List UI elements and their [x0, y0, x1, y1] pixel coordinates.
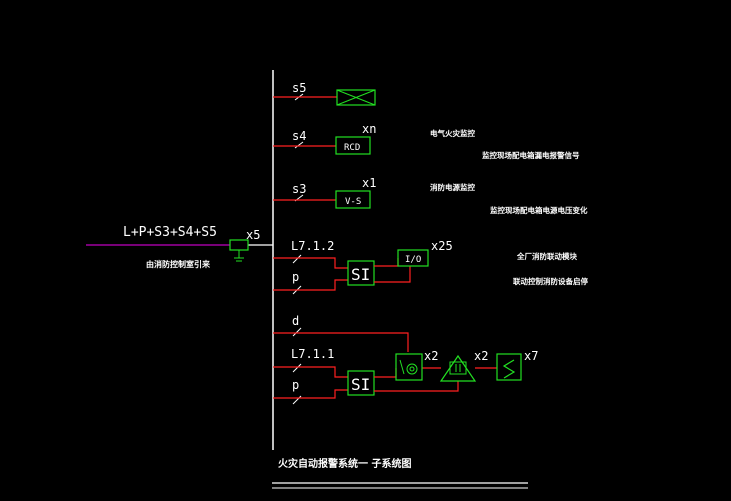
vs-label: V-S: [345, 197, 361, 207]
isolator-count: x5: [246, 228, 260, 242]
feeder-note: 由消防控制室引来: [146, 259, 211, 269]
module-s-count: x7: [524, 349, 538, 363]
branch-l712-sub: p: [292, 270, 299, 284]
note-2: 监控现场配电箱漏电报警信号: [482, 150, 580, 160]
note-5: 全厂消防联动模块: [516, 251, 577, 261]
note-3: 消防电源监控: [430, 182, 475, 192]
branch-s4-label: s4: [292, 129, 306, 143]
branch-l711-sub-slash: [292, 395, 302, 405]
branch-l712-slash: [292, 254, 302, 264]
detector-count: x2: [424, 349, 438, 363]
alarm-sounder-icon: [439, 354, 477, 382]
branch-s3-label: s3: [292, 182, 306, 196]
isolator-icon: [229, 239, 249, 262]
branch-d-slash: [292, 327, 302, 337]
branch-d-label: d: [292, 314, 299, 328]
crossed-box-icon: [336, 89, 376, 106]
branch-l712-io-wire: [374, 258, 399, 267]
diagram-title: 火灾自动报警系统一 子系统图: [278, 457, 411, 470]
io-module-label: I/O: [405, 255, 421, 265]
branch-l712-wire-a: [273, 257, 348, 269]
vs-count: x1: [362, 176, 376, 190]
branch-l711-slash: [292, 363, 302, 373]
branch-l711-sub: p: [292, 378, 299, 392]
module-s-icon: [496, 353, 522, 381]
branch-l712-io-wire-2: [374, 266, 411, 283]
branch-l711-label: L7.1.1: [291, 347, 334, 361]
io-module-count: x25: [431, 239, 453, 253]
branch-s5-label: s5: [292, 81, 306, 95]
branch-l711-out-wire-a: [374, 368, 397, 378]
branch-l711-wire-a: [273, 366, 348, 378]
rcd-label: RCD: [344, 143, 360, 153]
branch-l711-wire-b: [273, 389, 348, 399]
branch-s4-slash: [294, 141, 304, 149]
note-6: 联动控制消防设备启停: [513, 276, 588, 286]
sounder-count: x2: [474, 349, 488, 363]
io-module-box: [397, 249, 429, 267]
note-1: 电气火灾监控: [430, 128, 475, 138]
si-panel-1-label: SI: [351, 265, 370, 284]
branch-l711-out-wire-b: [374, 381, 459, 392]
rcd-count: xn: [362, 122, 376, 136]
branch-l712-label: L7.1.2: [291, 239, 334, 253]
si-panel-2-label: SI: [351, 375, 370, 394]
smoke-detector-icon: [395, 353, 423, 381]
branch-l712-wire-b: [273, 279, 348, 291]
note-4: 监控现场配电箱电源电压变化: [490, 205, 588, 215]
feeder-label: L+P+S3+S4+S5: [123, 225, 217, 240]
si-panel-1: [347, 260, 375, 286]
si-panel-2: [347, 370, 375, 396]
branch-d-wire: [273, 332, 409, 352]
vs-box: [335, 190, 371, 209]
rcd-box: [335, 136, 371, 155]
